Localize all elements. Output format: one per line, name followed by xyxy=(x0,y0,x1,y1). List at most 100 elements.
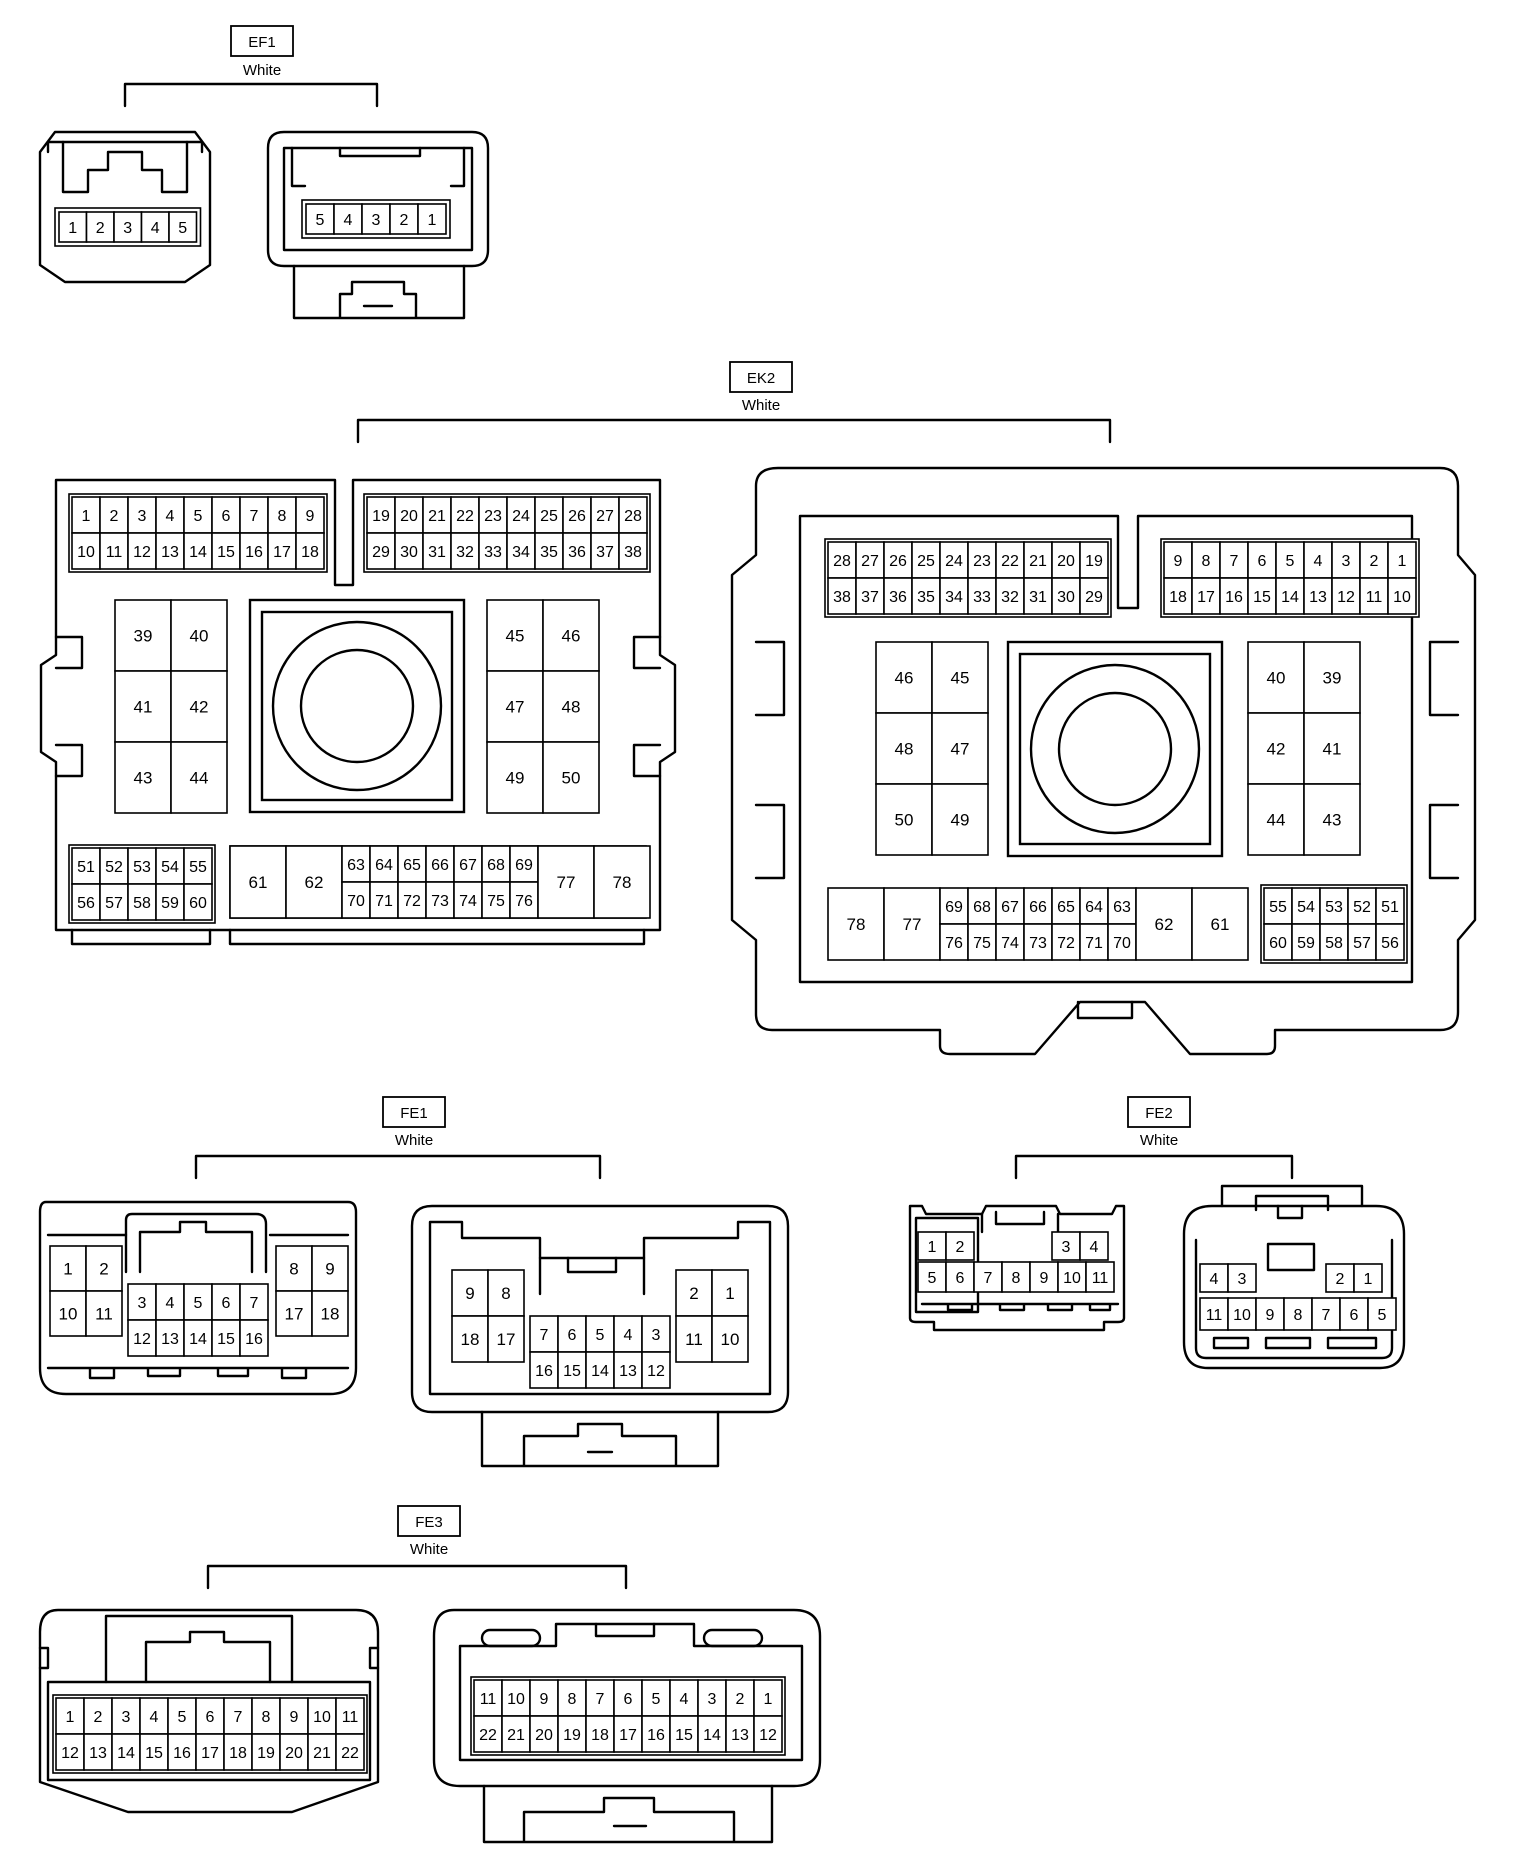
pin-number: 1 xyxy=(63,1260,72,1279)
pin-number: 56 xyxy=(1381,935,1399,952)
pin-cell xyxy=(675,1269,713,1317)
fe1-color: White xyxy=(395,1132,433,1149)
pin-number: 38 xyxy=(624,544,642,561)
pin-number: 54 xyxy=(161,859,179,876)
pin-number: 68 xyxy=(487,857,505,874)
pin-number: 14 xyxy=(117,1745,135,1762)
pin-number: 17 xyxy=(201,1745,219,1762)
pin-cell xyxy=(139,1733,169,1771)
pin-number: 3 xyxy=(1238,1271,1247,1288)
pin-cell xyxy=(195,1697,225,1735)
pin-number: 17 xyxy=(273,544,291,561)
pin-number: 3 xyxy=(372,212,381,229)
pin-number: 60 xyxy=(189,895,207,912)
pin-number: 54 xyxy=(1297,899,1315,916)
pin-cell xyxy=(711,1315,749,1363)
pin-number: 67 xyxy=(1001,899,1019,916)
pin-cell xyxy=(295,496,325,534)
pin-cell xyxy=(1347,923,1377,961)
pin-cell xyxy=(911,541,941,579)
pin-cell xyxy=(267,532,297,570)
pin-number: 69 xyxy=(945,899,963,916)
pin-number: 67 xyxy=(459,857,477,874)
pin-number: 15 xyxy=(217,1331,235,1348)
pin-cell xyxy=(1001,1261,1031,1293)
pin-cell xyxy=(1051,541,1081,579)
pin-number: 45 xyxy=(506,627,525,646)
pin-number: 11 xyxy=(1366,589,1383,606)
pin-cell xyxy=(251,1697,281,1735)
pin-cell xyxy=(114,741,172,814)
pin-number: 14 xyxy=(189,544,207,561)
ek2-bracket xyxy=(356,418,1112,444)
fe2-title: FE2 xyxy=(1145,1105,1173,1122)
pin-number: 65 xyxy=(1057,899,1075,916)
pin-number: 7 xyxy=(1230,553,1239,570)
pin-number: 13 xyxy=(1309,589,1327,606)
pin-cell xyxy=(155,847,185,885)
pin-number: 9 xyxy=(465,1284,474,1303)
pin-number: 57 xyxy=(1353,935,1371,952)
pin-cell xyxy=(967,577,997,615)
pin-number: 6 xyxy=(956,1270,965,1287)
pin-cell xyxy=(127,1283,157,1321)
pin-cell xyxy=(1319,923,1349,961)
pin-number: 24 xyxy=(512,508,530,525)
pin-cell xyxy=(1247,541,1277,579)
pin-number: 8 xyxy=(568,1691,577,1708)
pin-number: 24 xyxy=(945,553,963,570)
pin-number: 15 xyxy=(675,1727,693,1744)
pin-number: 10 xyxy=(1233,1307,1251,1324)
pin-cell xyxy=(593,845,651,919)
pin-number: 18 xyxy=(461,1330,480,1349)
pin-cell xyxy=(1079,923,1109,961)
pin-number: 47 xyxy=(506,698,525,717)
fe2-left-housing xyxy=(908,1204,1126,1332)
fe1-title: FE1 xyxy=(400,1105,428,1122)
pin-number: 65 xyxy=(403,857,421,874)
ek2-title: EK2 xyxy=(747,370,775,387)
pin-number: 7 xyxy=(234,1709,243,1726)
pin-number: 55 xyxy=(1269,899,1287,916)
pin-number: 11 xyxy=(480,1691,497,1708)
pin-cell xyxy=(1085,1261,1115,1293)
fe1-right-housing xyxy=(410,1204,790,1414)
pin-number: 52 xyxy=(1353,899,1371,916)
pin-number: 10 xyxy=(507,1691,525,1708)
pin-cell xyxy=(883,541,913,579)
pin-cell xyxy=(945,1231,975,1261)
pin-number: 20 xyxy=(400,508,418,525)
pin-number: 20 xyxy=(285,1745,303,1762)
pin-number: 15 xyxy=(145,1745,163,1762)
pin-number: 3 xyxy=(122,1709,131,1726)
pin-cell xyxy=(1107,923,1137,961)
pin-number: 10 xyxy=(313,1709,331,1726)
pin-number: 27 xyxy=(861,553,879,570)
pin-number: 10 xyxy=(721,1330,740,1349)
pin-number: 14 xyxy=(703,1727,721,1744)
pin-number: 30 xyxy=(400,544,418,561)
pin-number: 77 xyxy=(903,915,922,934)
pin-number: 3 xyxy=(138,508,147,525)
pin-number: 38 xyxy=(833,589,851,606)
pin-number: 9 xyxy=(1266,1307,1275,1324)
pin-number: 1 xyxy=(82,508,91,525)
pin-cell xyxy=(307,1733,337,1771)
pin-cell xyxy=(279,1697,309,1735)
pin-number: 35 xyxy=(917,589,935,606)
pin-number: 3 xyxy=(1062,1239,1071,1256)
fe1-label-box xyxy=(382,1096,446,1128)
pin-cell xyxy=(529,1351,559,1389)
pin-cell xyxy=(450,532,480,570)
pin-cell xyxy=(85,1290,123,1337)
pin-number: 14 xyxy=(591,1363,609,1380)
pin-cell xyxy=(1291,923,1321,961)
pin-cell xyxy=(71,883,101,921)
pin-number: 21 xyxy=(1029,553,1047,570)
pin-number: 31 xyxy=(428,544,446,561)
pin-cell xyxy=(542,670,600,743)
pin-cell xyxy=(1057,1261,1087,1293)
pin-cell xyxy=(211,1319,241,1357)
